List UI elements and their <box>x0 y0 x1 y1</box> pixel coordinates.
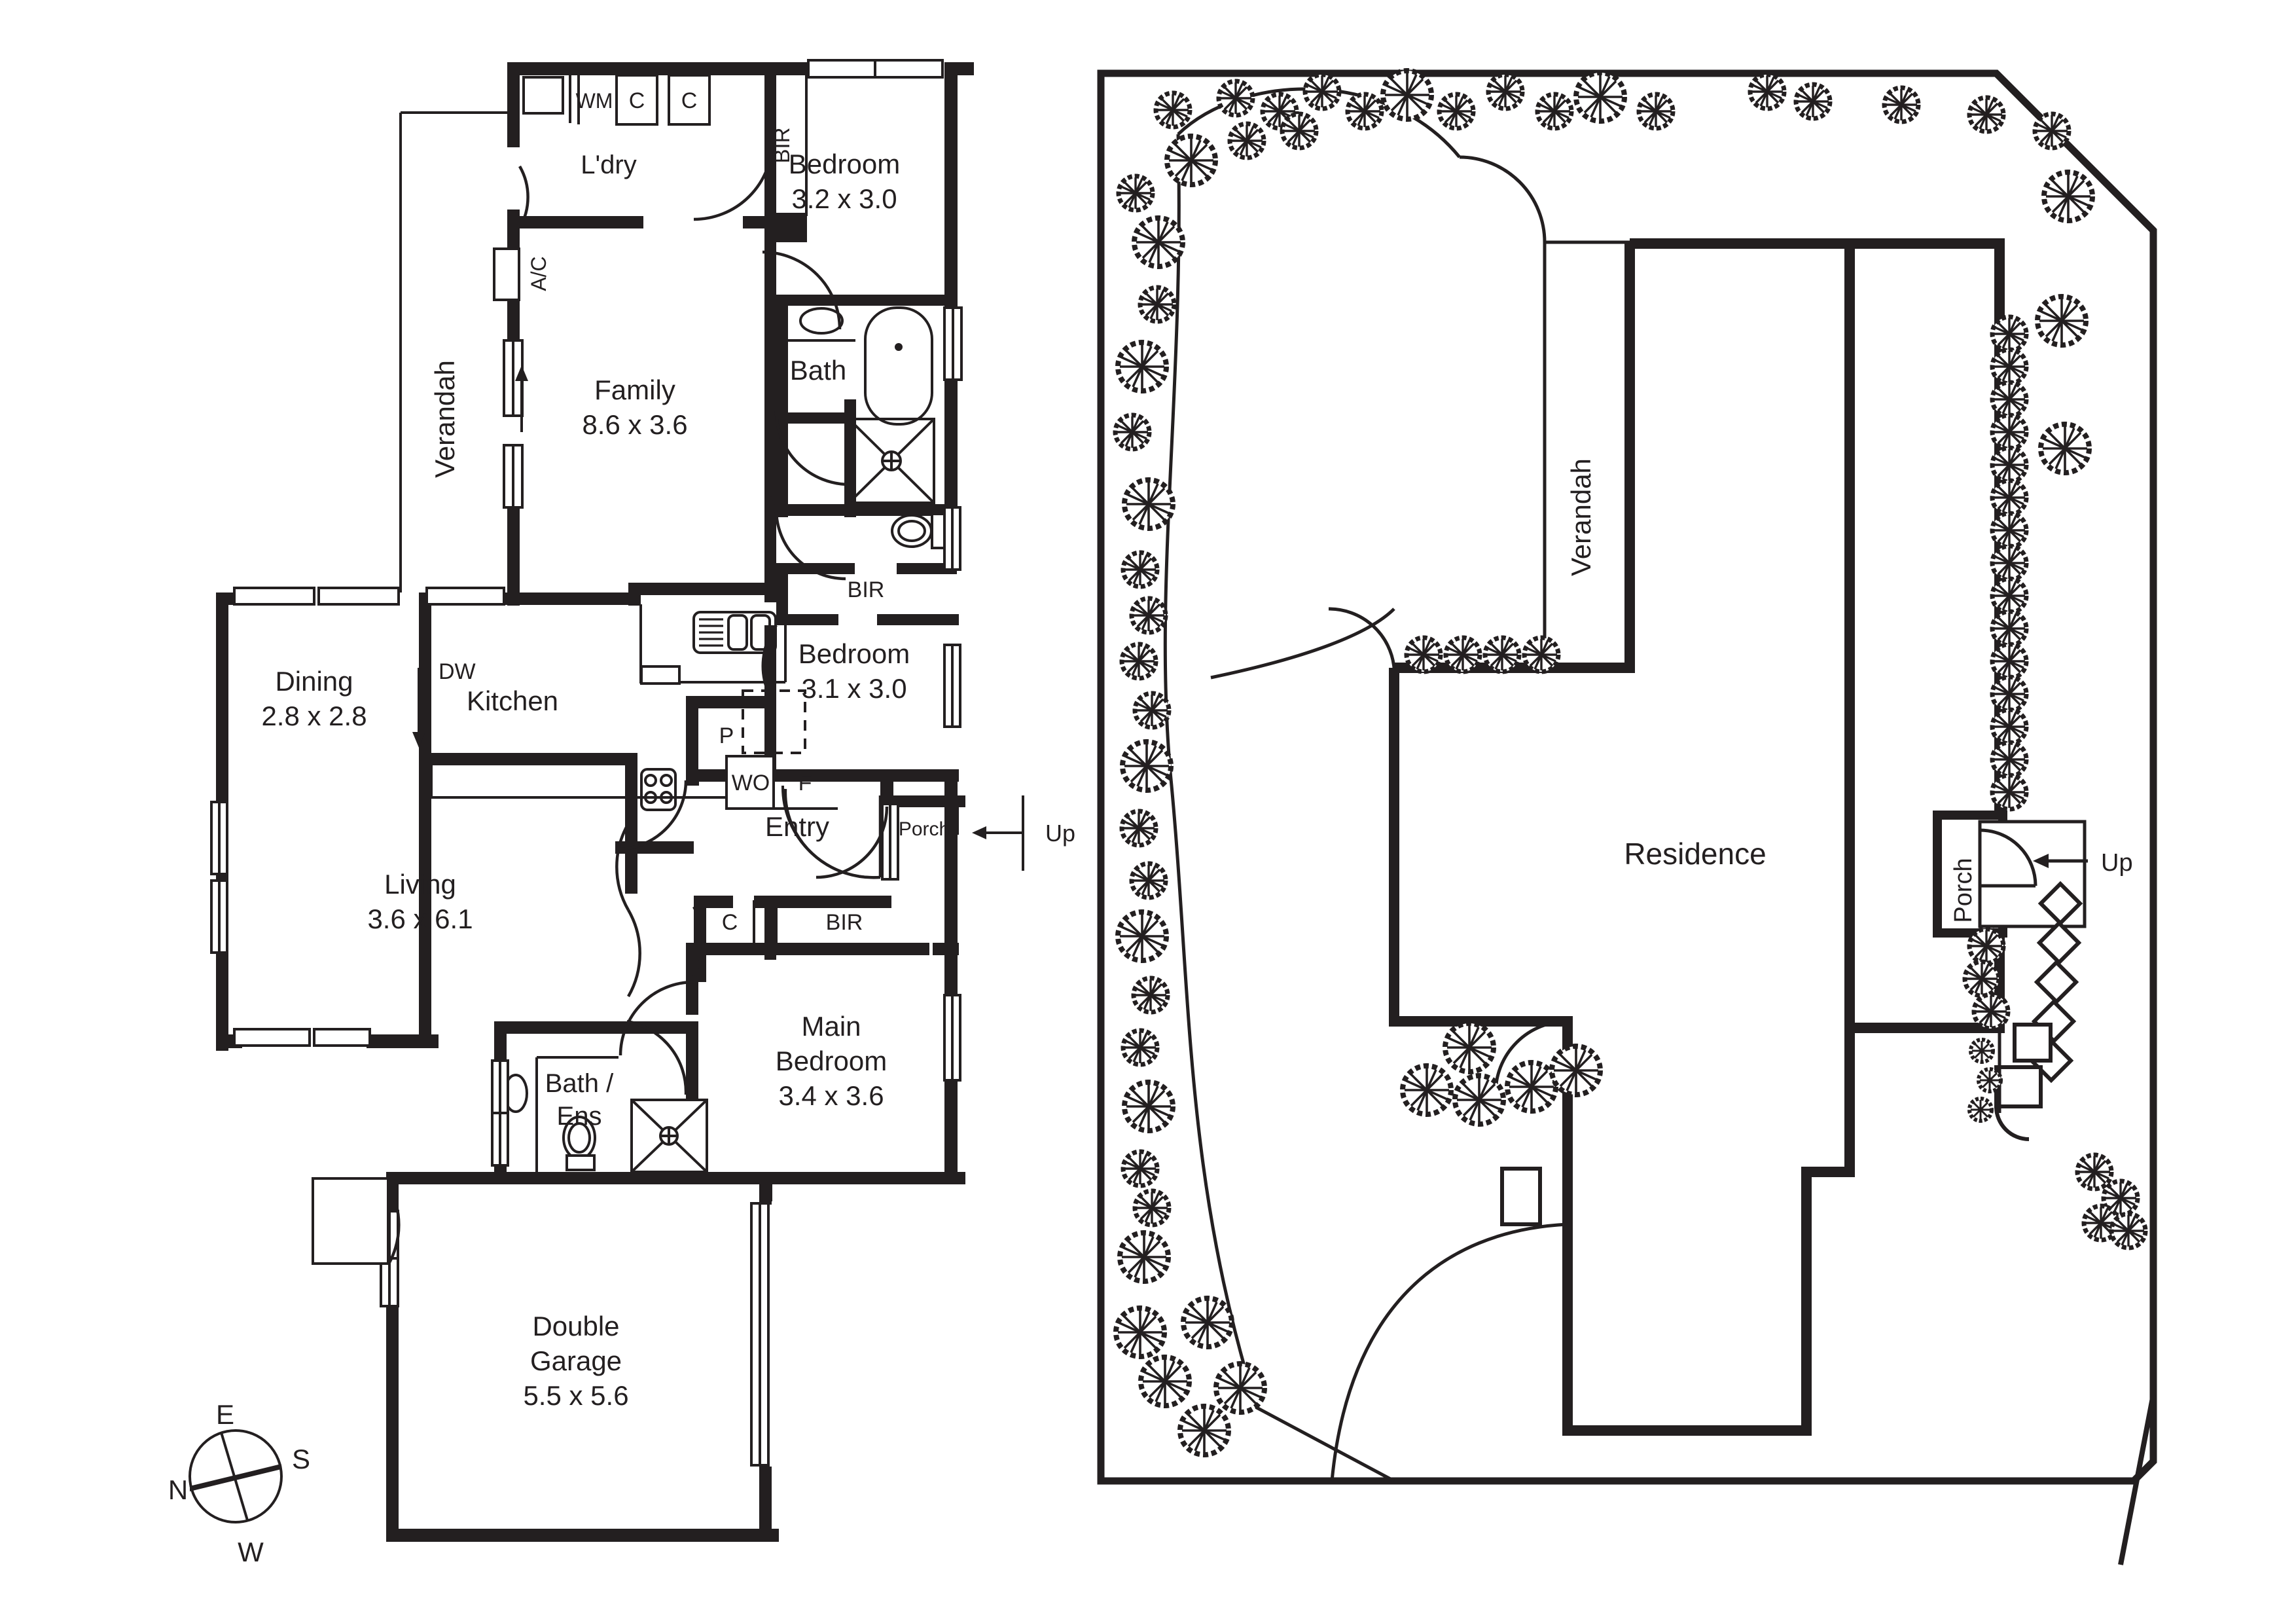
fixture-label-bir3: BIR <box>826 910 863 935</box>
room-label-kitchen: Kitchen <box>467 685 558 716</box>
door-laundry-external <box>518 165 529 229</box>
site-meter-boxes <box>1500 1023 2053 1226</box>
site-porch <box>1933 811 2087 938</box>
room-label-dining: Dining <box>275 666 353 697</box>
site-label-porch: Porch <box>1950 858 1977 922</box>
fixture-label-f: F <box>798 771 812 795</box>
site-label-residence: Residence <box>1624 837 1766 871</box>
compass-rose: E S W N <box>168 1399 310 1567</box>
fixture-label-wm: WM <box>576 89 613 113</box>
door-swings <box>387 140 889 1266</box>
room-label-living: Living <box>384 869 456 900</box>
room-label-porch: Porch <box>899 818 950 840</box>
room-dims-dining: 2.8 x 2.8 <box>261 701 367 731</box>
dishwasher <box>640 665 681 685</box>
door-bedroom3 <box>617 780 688 851</box>
room-dims-bedroom3: 3.1 x 3.0 <box>801 673 906 704</box>
room-label-bedroom2: Bedroom <box>789 149 900 179</box>
room-label-verandah: Verandah <box>429 360 460 478</box>
compass-label-east: E <box>216 1399 234 1430</box>
shower-bath <box>848 418 935 504</box>
garden-bed-curve <box>1163 134 1395 1483</box>
kitchen-sink <box>692 611 777 654</box>
room-label-bedroom3: Bedroom <box>798 638 910 669</box>
site-label-verandah: Verandah <box>1566 458 1596 576</box>
fixture-label-ac: A/C <box>527 256 550 291</box>
door-living-a <box>615 822 630 911</box>
site-plan-labels: Residence Verandah Porch Up <box>1566 458 2133 923</box>
room-label-garage-l2: Garage <box>530 1345 622 1376</box>
compass-label-north: N <box>168 1474 188 1505</box>
wall-oven <box>725 755 775 810</box>
fixture-label-bir1: BIR <box>770 127 794 163</box>
cupboard-c1 <box>615 74 658 126</box>
bathtub <box>864 306 933 426</box>
site-plan-panel: Residence Verandah Porch Up <box>1097 71 2157 1565</box>
fixture-label-bir2: BIR <box>848 577 885 602</box>
room-dims-living: 3.6 x 6.1 <box>367 903 473 934</box>
room-dims-main-bedroom: 3.4 x 3.6 <box>778 1080 884 1111</box>
up-arrow-floorplan <box>972 795 1024 871</box>
room-label-garage-l1: Double <box>532 1311 619 1341</box>
room-dims-garage: 5.5 x 5.6 <box>523 1380 628 1411</box>
compass-label-west: W <box>238 1537 264 1567</box>
fixture-label-c2: C <box>681 88 698 113</box>
room-label-laundry: L'dry <box>581 151 636 179</box>
door-toilet <box>774 509 846 581</box>
fixture-label-dw: DW <box>439 659 476 684</box>
room-label-main-bedroom-l2: Bedroom <box>776 1046 887 1076</box>
room-label-bath-ens-l2: Ens <box>557 1102 602 1131</box>
door-entry <box>816 806 889 879</box>
plan-direction-arrows <box>412 365 778 748</box>
window-dining-1 <box>233 587 315 606</box>
ac-unit <box>493 247 520 301</box>
fixture-label-c3: C <box>722 910 738 935</box>
fixture-label-wo: WO <box>732 771 770 795</box>
room-label-main-bedroom-l1: Main <box>801 1011 861 1042</box>
porch-step <box>783 788 882 879</box>
bath-basin <box>799 307 844 335</box>
room-label-family: Family <box>594 374 675 405</box>
fixture-label-c1: C <box>629 88 645 113</box>
residence-outline <box>1389 238 1855 1436</box>
laundry-tub <box>522 76 564 115</box>
room-label-entry: Entry <box>765 811 829 842</box>
room-label-bath: Bath <box>790 355 846 386</box>
fixture-labels: WM C C BIR A/C DW WO F P BIR BIR C <box>439 88 884 935</box>
cupboard-c2 <box>668 74 711 126</box>
cooktop <box>640 768 677 811</box>
door-laundry <box>693 140 774 221</box>
floor-plan-labels: L'dry Bedroom 3.2 x 3.0 Bath Family 8.6 … <box>261 149 1075 1411</box>
door-living-b <box>627 909 641 998</box>
door-main-bedroom <box>692 905 705 977</box>
door-bath <box>774 410 850 486</box>
room-label-bath-ens-l1: Bath / <box>545 1069 614 1098</box>
door-ens-a <box>619 980 694 1056</box>
fixtures-linework <box>210 59 963 1467</box>
shower-ens <box>630 1099 708 1173</box>
room-dims-bedroom2: 3.2 x 3.0 <box>791 183 897 214</box>
window-dining-2 <box>317 587 400 606</box>
door-bedroom2 <box>762 250 842 330</box>
window-kitchen <box>425 587 505 606</box>
label-up-floorplan: Up <box>1045 820 1075 847</box>
floor-plan-panel: L'dry Bedroom 3.2 x 3.0 Bath Family 8.6 … <box>210 59 1075 1542</box>
site-label-up: Up <box>2101 849 2133 877</box>
fixture-label-p: P <box>719 723 734 748</box>
room-dims-family: 8.6 x 3.6 <box>582 409 687 440</box>
up-arrow-siteplan <box>2033 854 2088 868</box>
door-garage <box>387 1184 401 1266</box>
kitchen-island <box>742 689 806 754</box>
compass-label-south: S <box>292 1444 310 1474</box>
path-curve <box>1330 1222 1568 1482</box>
